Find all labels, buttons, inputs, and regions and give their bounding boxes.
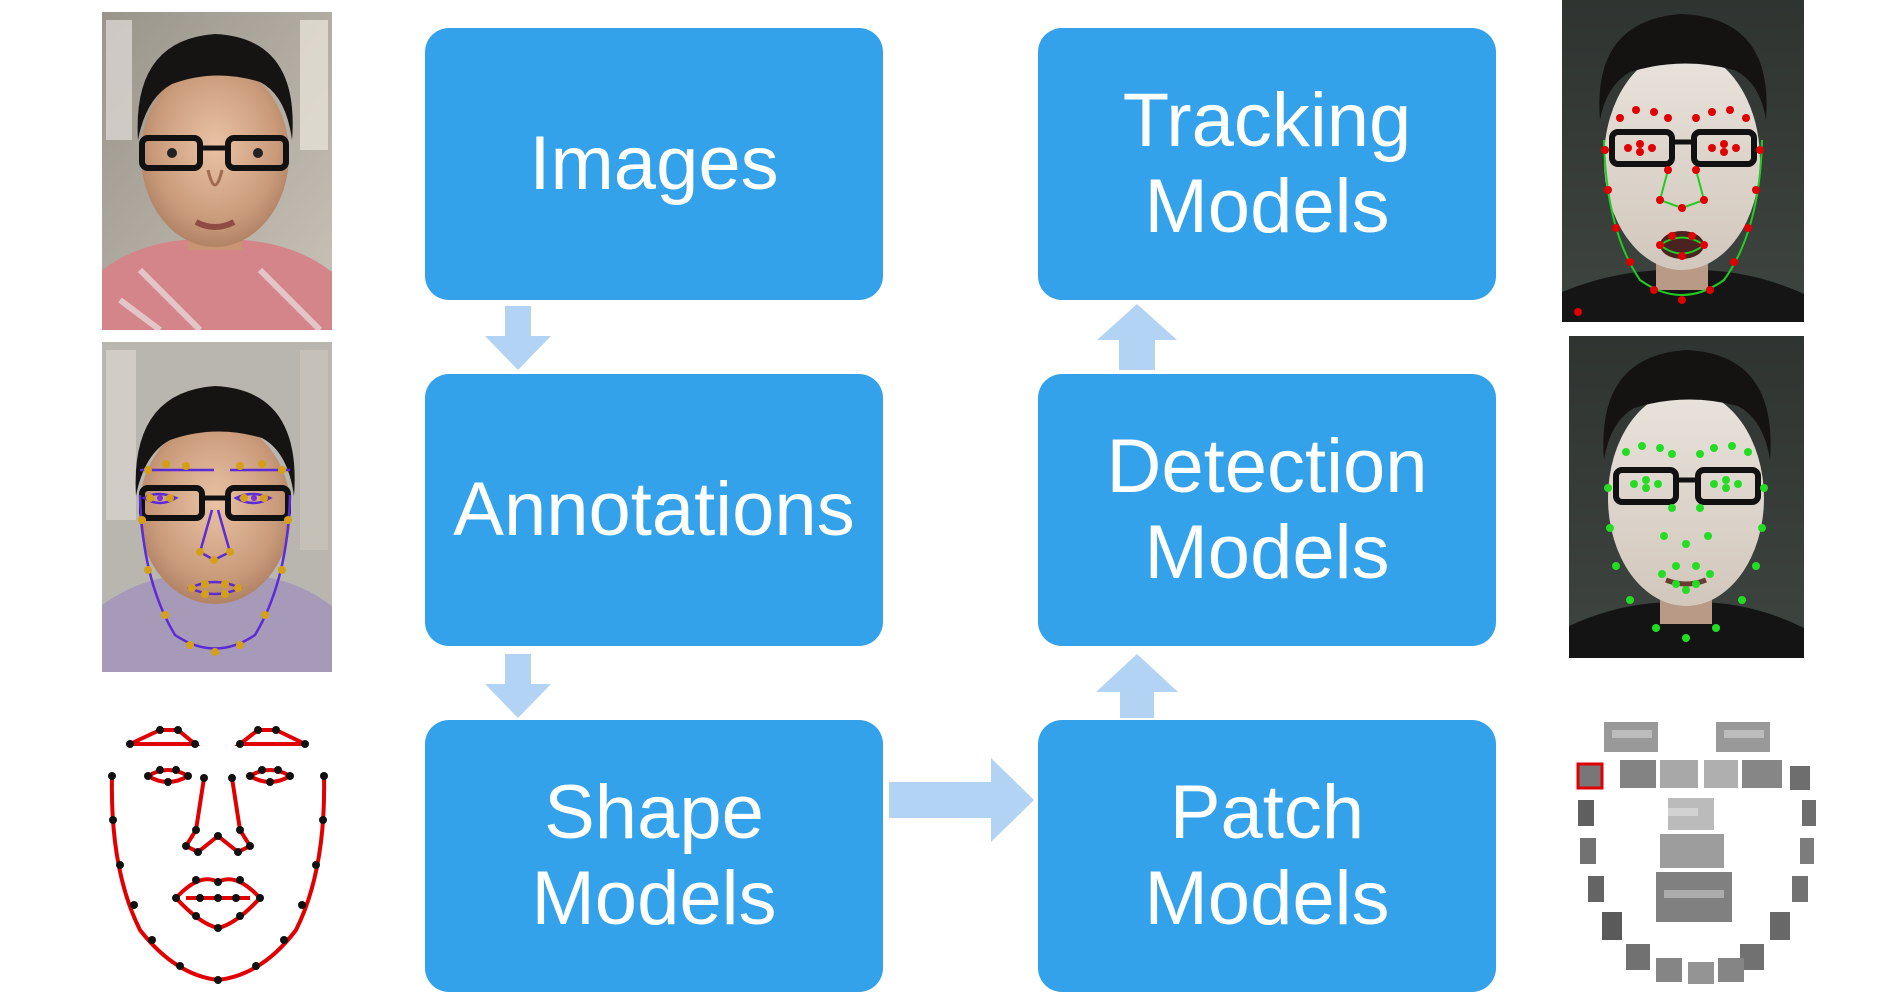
patch-models-box: Patch Models — [1038, 720, 1496, 992]
tracking-models-label-line2: Models — [1144, 164, 1390, 249]
flow-arrows — [485, 304, 1178, 842]
arrow-images-to-annotations — [485, 306, 551, 370]
patch-models-label-line2: Models — [1144, 856, 1390, 941]
images-box: Images — [425, 28, 883, 300]
shape-models-box: Shape Models — [425, 720, 883, 992]
annotations-label: Annotations — [453, 467, 855, 552]
images-label: Images — [529, 121, 779, 206]
arrow-shape-to-patch — [889, 758, 1034, 842]
detection-face-photo — [1569, 336, 1804, 658]
patch-model-grid — [1576, 722, 1816, 984]
input-face-photo-1 — [102, 12, 332, 333]
shape-models-label-line2: Models — [531, 856, 777, 941]
arrow-patch-to-detection — [1096, 654, 1178, 718]
shape-model-wireframe — [108, 726, 328, 984]
arrow-annotations-to-shape — [485, 654, 551, 718]
annotated-face-photo — [102, 342, 332, 672]
tracking-models-box: Tracking Models — [1038, 28, 1496, 300]
detection-models-box: Detection Models — [1038, 374, 1496, 646]
detection-models-label-line2: Models — [1144, 510, 1390, 595]
detection-models-label-line1: Detection — [1106, 424, 1428, 509]
shape-models-label-line1: Shape — [544, 770, 764, 855]
annotations-box: Annotations — [425, 374, 883, 646]
tracking-models-label-line1: Tracking — [1122, 78, 1412, 163]
arrow-detection-to-tracking — [1097, 304, 1177, 370]
patch-models-label-line1: Patch — [1169, 770, 1365, 855]
tracking-face-photo — [1562, 0, 1804, 322]
